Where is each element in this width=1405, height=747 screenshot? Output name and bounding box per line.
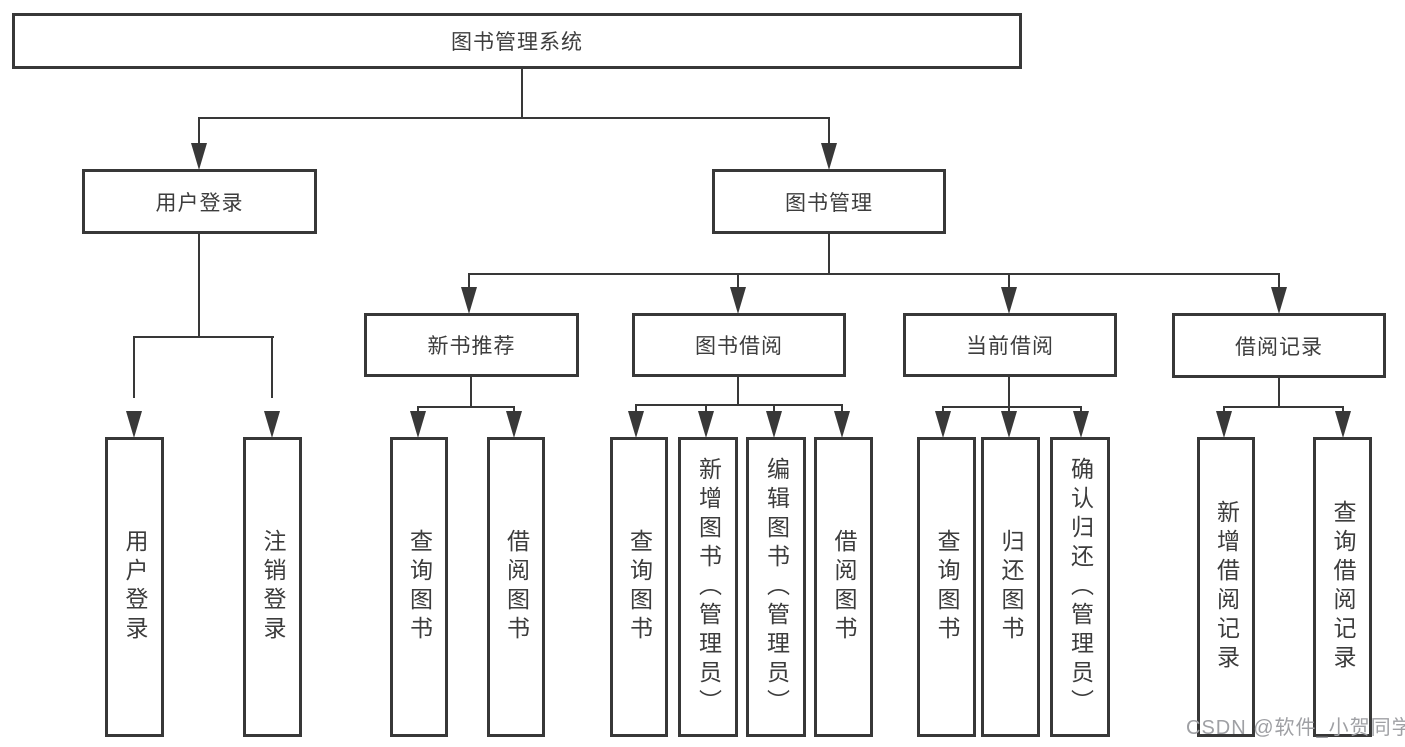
leaf-query-books-recommend: 查询图书 <box>390 437 448 737</box>
leaf-confirm-return-admin: 确认归还（管理员） <box>1050 437 1110 737</box>
leaf-add-books-admin: 新增图书（管理员） <box>678 437 738 737</box>
leaf-borrow-books: 借阅图书 <box>814 437 873 737</box>
arrowhead-icon <box>1216 411 1232 438</box>
arrowhead-icon <box>506 411 522 438</box>
arrowhead-icon <box>834 411 850 438</box>
connector-line <box>942 406 1082 408</box>
connector-line <box>1278 273 1280 291</box>
connector-line <box>773 404 775 416</box>
connector-line <box>468 273 470 291</box>
connector-line <box>705 404 707 416</box>
connector-line <box>417 406 515 408</box>
leaf-label: 归还图书 <box>998 529 1024 645</box>
leaf-borrow-books-recommend: 借阅图书 <box>487 437 545 737</box>
leaf-query-borrow-record: 查询借阅记录 <box>1313 437 1372 737</box>
connector-line <box>737 273 739 291</box>
leaf-label: 确认归还（管理员） <box>1067 456 1094 718</box>
node-new-book-recommend: 新书推荐 <box>364 313 579 377</box>
connector-line <box>828 234 830 275</box>
connector-line <box>1008 273 1010 291</box>
connector-line <box>133 336 135 398</box>
arrowhead-icon <box>821 143 837 170</box>
connector-line <box>1223 406 1344 408</box>
arrowhead-icon <box>766 411 782 438</box>
leaf-logout: 注销登录 <box>243 437 302 737</box>
connector-line <box>1278 376 1280 408</box>
leaf-label: 查询图书 <box>934 529 960 645</box>
connector-line <box>1008 375 1010 408</box>
leaf-label: 注销登录 <box>260 529 286 645</box>
leaf-query-books-current: 查询图书 <box>917 437 976 737</box>
leaf-label: 借阅图书 <box>831 529 857 645</box>
arrowhead-icon <box>935 411 951 438</box>
connector-line <box>635 404 637 416</box>
arrowhead-icon <box>410 411 426 438</box>
connector-line <box>198 234 200 338</box>
leaf-label: 查询借阅记录 <box>1330 500 1356 674</box>
node-book-borrow: 图书借阅 <box>632 313 846 377</box>
connector-line <box>521 67 523 119</box>
arrowhead-icon <box>126 411 142 438</box>
arrowhead-icon <box>730 287 746 314</box>
leaf-label: 借阅图书 <box>503 529 530 645</box>
connector-line <box>468 273 1280 275</box>
arrowhead-icon <box>1001 411 1017 438</box>
leaf-edit-books-admin: 编辑图书（管理员） <box>746 437 806 737</box>
node-user-login: 用户登录 <box>82 169 317 234</box>
node-current-borrow: 当前借阅 <box>903 313 1117 377</box>
leaf-add-borrow-record: 新增借阅记录 <box>1197 437 1255 737</box>
connector-line <box>737 375 739 406</box>
connector-line <box>635 404 843 406</box>
connector-line <box>133 336 274 338</box>
leaf-label: 用户登录 <box>122 529 148 645</box>
arrowhead-icon <box>1271 287 1287 314</box>
node-book-management: 图书管理 <box>712 169 946 234</box>
arrowhead-icon <box>1001 287 1017 314</box>
leaf-return-books: 归还图书 <box>981 437 1040 737</box>
leaf-label: 编辑图书（管理员） <box>763 456 790 718</box>
arrowhead-icon <box>191 143 207 170</box>
leaf-label: 新增借阅记录 <box>1213 500 1240 674</box>
node-root: 图书管理系统 <box>12 13 1022 69</box>
leaf-query-books-borrow: 查询图书 <box>610 437 668 737</box>
connector-line <box>198 117 830 119</box>
leaf-label: 查询图书 <box>626 529 653 645</box>
leaf-label: 查询图书 <box>406 529 433 645</box>
arrowhead-icon <box>264 411 280 438</box>
connector-line <box>841 404 843 416</box>
csdn-watermark: CSDN @软件_小贺同学 <box>1186 717 1405 739</box>
connector-line <box>198 117 200 151</box>
node-borrow-records: 借阅记录 <box>1172 313 1386 378</box>
arrowhead-icon <box>1335 411 1351 438</box>
connector-line <box>470 375 472 408</box>
arrowhead-icon <box>628 411 644 438</box>
leaf-label: 新增图书（管理员） <box>695 456 722 718</box>
connector-line <box>271 336 273 398</box>
arrowhead-icon <box>461 287 477 314</box>
arrowhead-icon <box>698 411 714 438</box>
arrowhead-icon <box>1073 411 1089 438</box>
leaf-user-login: 用户登录 <box>105 437 164 737</box>
connector-line <box>828 117 830 151</box>
